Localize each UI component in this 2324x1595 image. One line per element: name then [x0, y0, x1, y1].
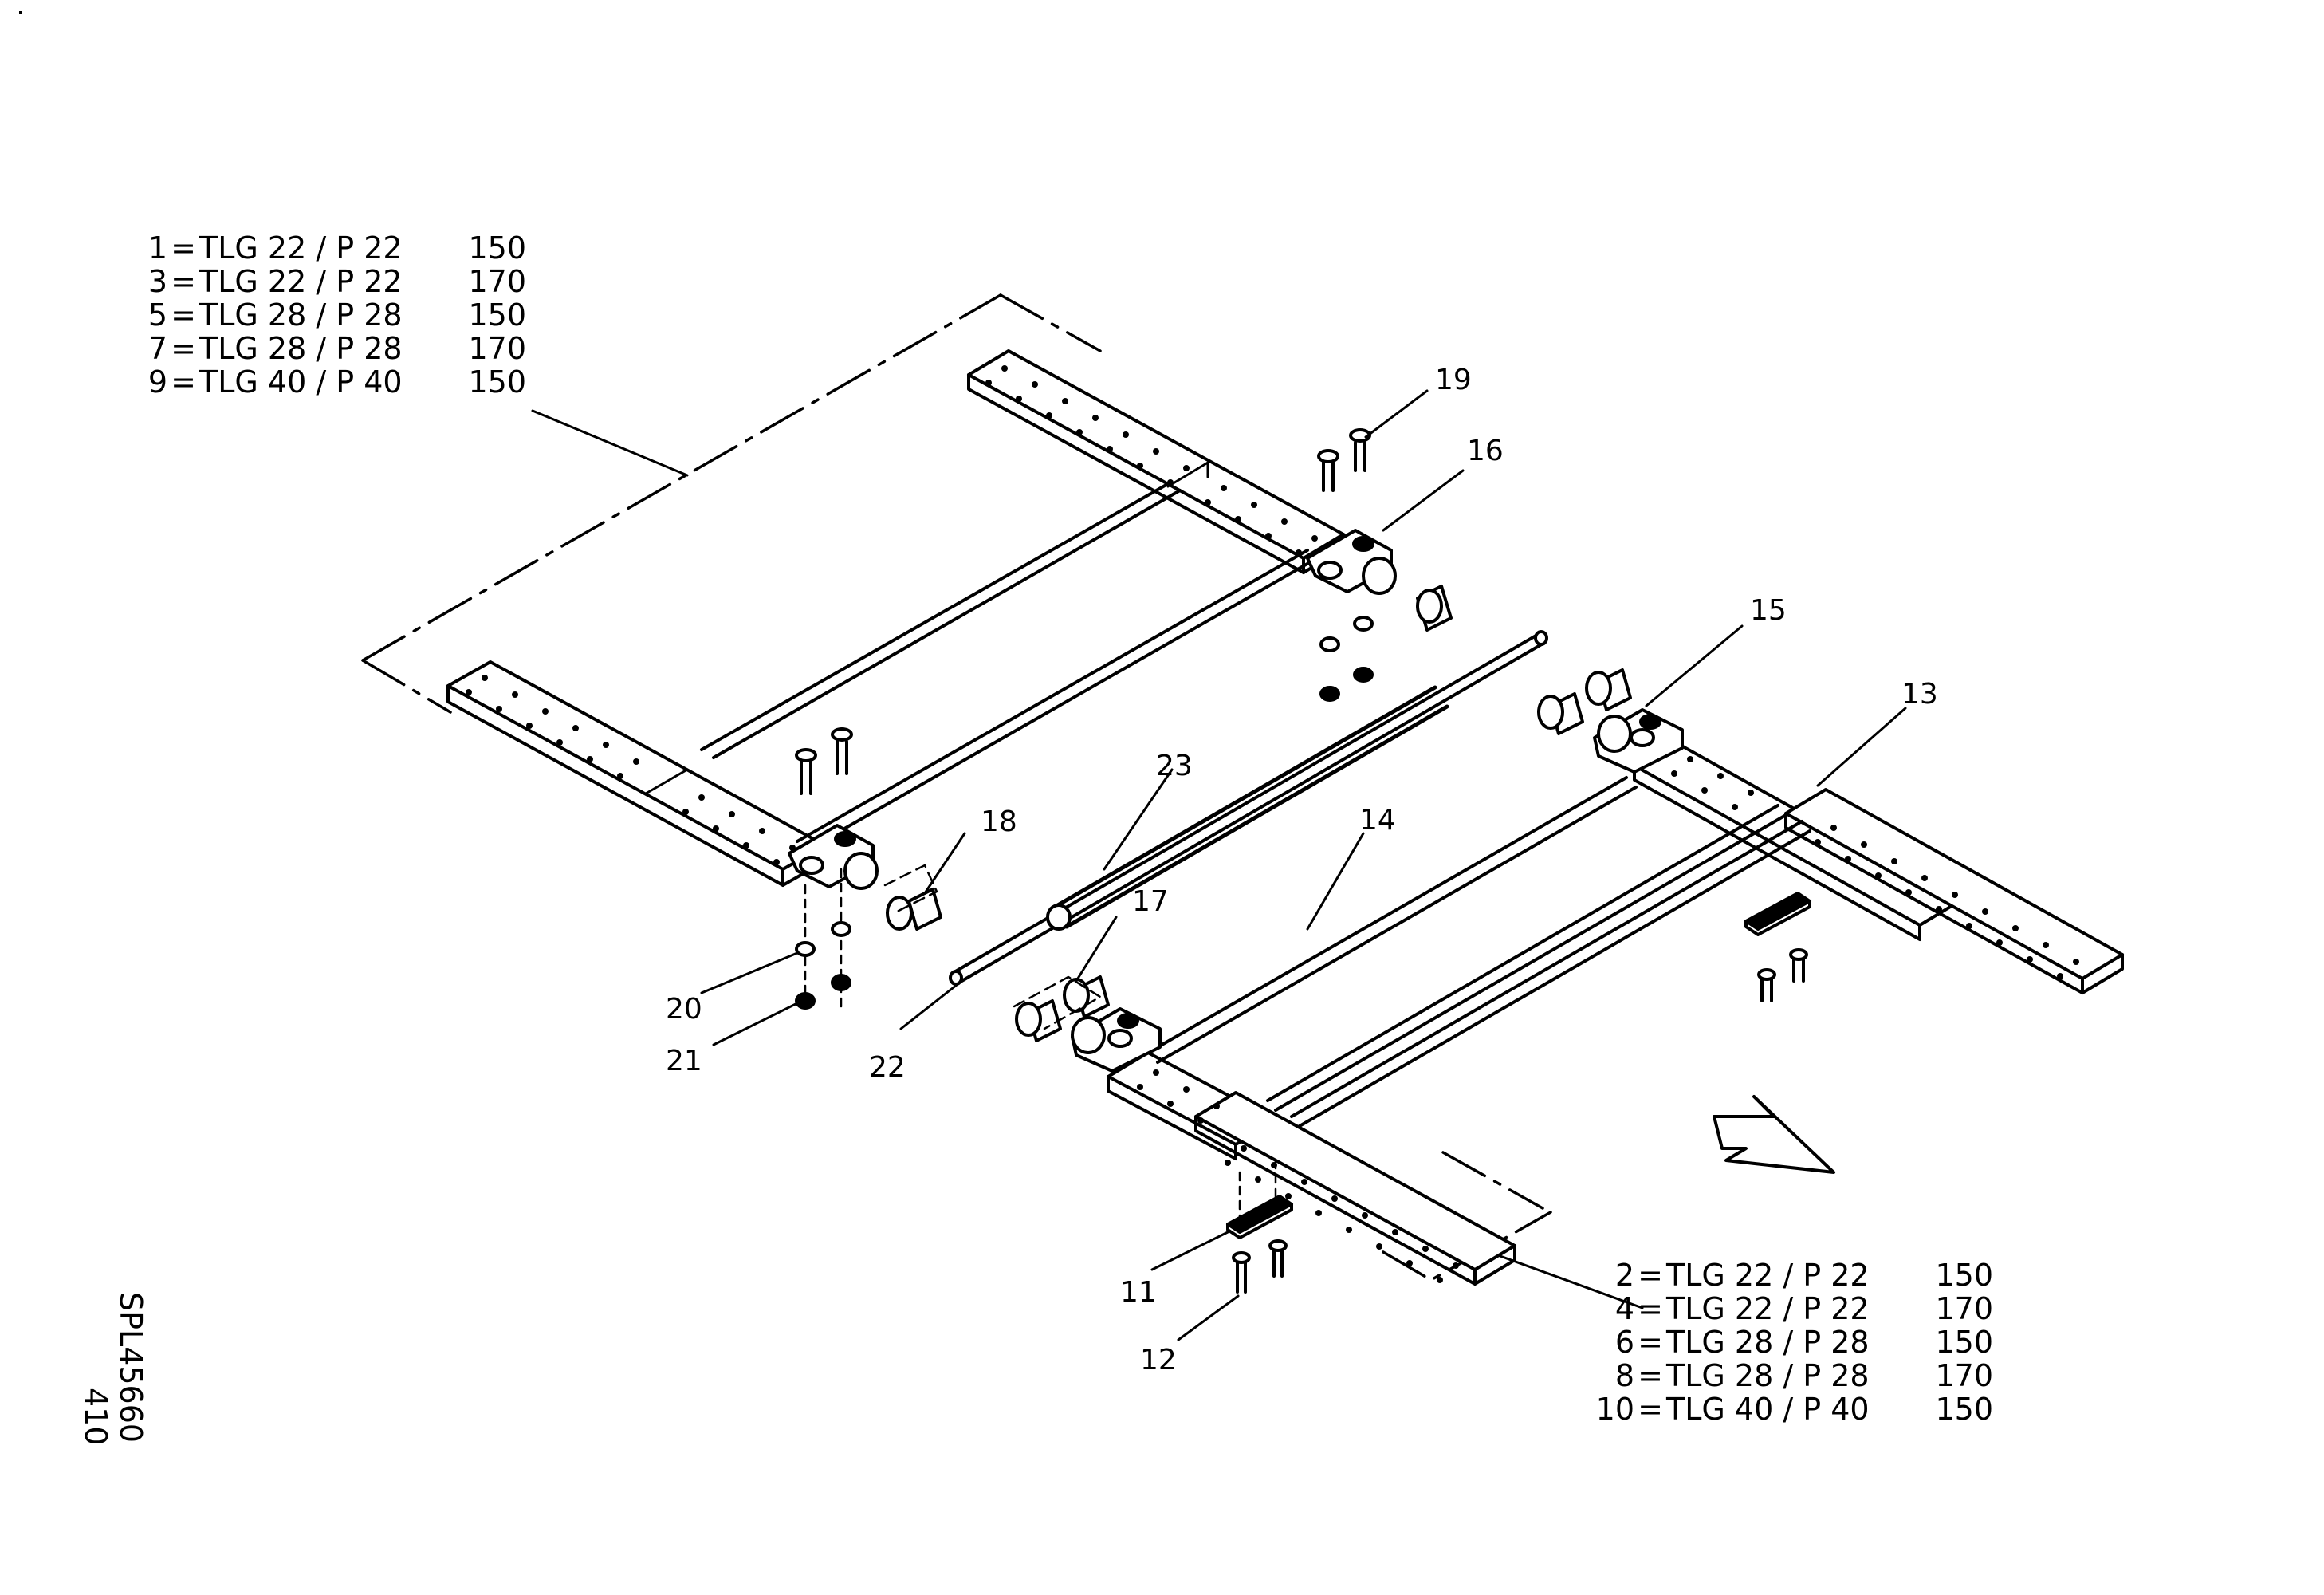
legend-item-number: 8	[1614, 1358, 1634, 1393]
legend-equals: =	[171, 331, 196, 366]
legend-row: 7=TLG 28 / P 28 170	[120, 332, 526, 365]
legend-item-number: 3	[147, 264, 167, 299]
legend-item-description: TLG 22 / P 22	[1666, 1258, 1870, 1293]
callout-21: 21	[666, 1045, 702, 1077]
legend-item-value: 170	[1935, 1291, 1993, 1326]
callout-18: 18	[981, 805, 1017, 838]
legend-item-number: 10	[1595, 1392, 1634, 1427]
legend-row: 1=TLG 22 / P 22 150	[120, 231, 526, 265]
legend-item-value: 150	[1935, 1325, 1993, 1360]
upper-clamp-right	[1306, 529, 1397, 595]
callout-leaders	[700, 389, 1907, 1341]
callout-17: 17	[1132, 885, 1169, 918]
stray-dot	[19, 11, 22, 14]
legend-item-value: 150	[1935, 1392, 1993, 1427]
drawing-code: SPL45660 410	[78, 1292, 148, 1446]
legend-item-value: 150	[1935, 1258, 1993, 1293]
legend-item-description: TLG 28 / P 28	[199, 331, 403, 366]
upper-rods	[700, 481, 1319, 852]
upper-back-plate	[967, 349, 1345, 574]
legend-item-value: 150	[468, 364, 526, 400]
upper-right-nuts	[1319, 616, 1374, 702]
lower-right-plate	[1633, 740, 2124, 994]
legend-equals: =	[1638, 1291, 1663, 1326]
legend-item-description: TLG 40 / P 40	[199, 364, 403, 400]
legend-item-description: TLG 22 / P 22	[199, 230, 403, 266]
callout-19: 19	[1435, 364, 1472, 396]
legend-item-number: 1	[147, 230, 167, 266]
legend-item-value: 170	[468, 331, 526, 366]
legend-item-number: 6	[1614, 1325, 1634, 1360]
legend-item-description: TLG 40 / P 40	[1666, 1392, 1870, 1427]
legend-equals: =	[171, 230, 196, 266]
callout-12: 12	[1140, 1344, 1177, 1376]
lower-plate-holes	[1137, 756, 2079, 1283]
lower-rods	[1146, 776, 1811, 1128]
bushings	[886, 585, 1632, 1042]
upper-assembly-outline	[361, 293, 1102, 714]
legend-item-value: 150	[468, 297, 526, 333]
legend-row: 8=TLG 28 / P 28 170	[1587, 1359, 1993, 1392]
legend-item-description: TLG 22 / P 22	[1666, 1291, 1870, 1326]
upper-leader-line	[531, 409, 689, 477]
direction-arrow	[1713, 1095, 1835, 1174]
callout-16: 16	[1467, 435, 1504, 467]
legend-equals: =	[171, 264, 196, 299]
callout-14: 14	[1359, 804, 1396, 837]
legend-row: 6=TLG 28 / P 28 150	[1587, 1325, 1993, 1359]
upper-front-plate	[446, 660, 827, 887]
callout-20: 20	[666, 993, 702, 1026]
legend-item-number: 9	[147, 364, 167, 400]
lower-left-nuts	[795, 868, 851, 1014]
legend-row: 5=TLG 28 / P 28 150	[120, 298, 526, 332]
upper-plate-holes	[466, 365, 1318, 865]
legend-equals: =	[1638, 1325, 1663, 1360]
lower-clamp-right	[1593, 708, 1684, 774]
legend-item-description: TLG 22 / P 22	[199, 264, 403, 299]
drawing-number: SPL45660	[113, 1292, 148, 1443]
legend-row: 2=TLG 22 / P 22 150	[1587, 1258, 1993, 1292]
legend-equals: =	[171, 364, 196, 400]
lower-clamp-left	[1071, 1007, 1162, 1073]
legend-item-description: TLG 28 / P 28	[1666, 1358, 1870, 1393]
callout-22: 22	[869, 1051, 906, 1084]
lower-assembly-outline	[1382, 1151, 1552, 1282]
callout-13: 13	[1901, 678, 1938, 711]
callout-11: 11	[1120, 1276, 1157, 1309]
upper-bolts	[795, 428, 1371, 795]
callout-15: 15	[1750, 594, 1787, 627]
legend-equals: =	[1638, 1392, 1663, 1427]
drawing-page: 410	[78, 1388, 113, 1446]
legend-item-value: 170	[468, 264, 526, 299]
callout-23: 23	[1156, 750, 1193, 782]
legend-equals: =	[171, 297, 196, 333]
lower-left-plate	[1107, 1051, 1516, 1286]
legend-equals: =	[1638, 1258, 1663, 1293]
legend-item-value: 150	[468, 230, 526, 266]
legend-item-number: 5	[147, 297, 167, 333]
upper-clamp-left	[788, 824, 879, 890]
legend-item-value: 170	[1935, 1358, 1993, 1393]
legend-equals: =	[1638, 1358, 1663, 1393]
dashed-brackets	[883, 864, 1102, 1030]
legend-row: 10=TLG 40 / P 40 150	[1587, 1392, 1993, 1426]
legend-item-description: TLG 28 / P 28	[1666, 1325, 1870, 1360]
legend-item-number: 2	[1614, 1258, 1634, 1293]
legend-item-number: 4	[1614, 1291, 1634, 1326]
legend-row: 3=TLG 22 / P 22 170	[120, 265, 526, 298]
legend-row: 4=TLG 22 / P 22 170	[1587, 1292, 1993, 1325]
lower-strap-left	[1226, 1159, 1293, 1294]
legend-item-number: 7	[147, 331, 167, 366]
lower-strap-right	[1744, 892, 1811, 1002]
legend-row: 9=TLG 40 / P 40 150	[120, 365, 526, 399]
legend-item-description: TLG 28 / P 28	[199, 297, 403, 333]
middle-shaft	[949, 630, 1548, 986]
